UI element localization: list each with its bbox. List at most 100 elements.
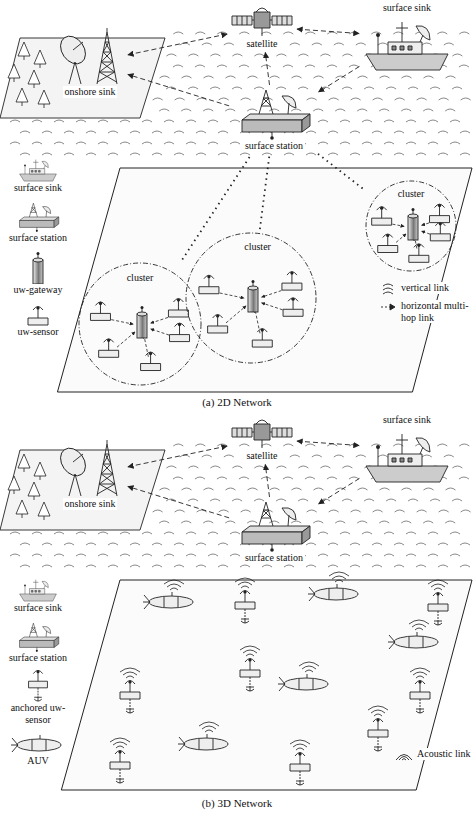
acoustic-link bbox=[290, 740, 310, 750]
network-station: surface station bbox=[232, 88, 316, 152]
uw-sensor bbox=[100, 304, 101, 313]
legend-text: Acoustic link bbox=[417, 748, 471, 760]
network-station: satellite bbox=[230, 4, 294, 50]
sea-waves bbox=[10, 142, 20, 144]
anchored-uw-sensor bbox=[245, 593, 246, 602]
sea-waves bbox=[159, 109, 169, 111]
ship-icon bbox=[366, 434, 448, 482]
uw-sensor bbox=[283, 298, 303, 317]
sea-waves bbox=[284, 565, 294, 567]
sea-waves bbox=[10, 532, 20, 534]
cluster-label: cluster bbox=[396, 188, 427, 200]
sea-waves bbox=[208, 554, 218, 556]
sea-waves bbox=[357, 109, 367, 111]
uw-gateway bbox=[137, 312, 147, 316]
sea-waves bbox=[130, 131, 140, 133]
sea-waves bbox=[254, 466, 264, 468]
sea-waves bbox=[342, 87, 352, 89]
sea-waves bbox=[164, 532, 174, 534]
anchored-uw-sensor bbox=[420, 699, 421, 709]
sat-icon bbox=[262, 28, 263, 36]
legend-text: vertical link bbox=[401, 282, 471, 294]
sea-waves bbox=[318, 532, 328, 534]
horizontal-link bbox=[226, 306, 246, 323]
sea-waves bbox=[372, 131, 382, 133]
sat-icon bbox=[256, 420, 268, 424]
sea-waves bbox=[120, 554, 130, 556]
sea-waves bbox=[54, 554, 64, 556]
sea-waves bbox=[314, 76, 324, 78]
sea-waves bbox=[240, 565, 250, 567]
sea-waves bbox=[438, 543, 448, 545]
ship-icon bbox=[396, 434, 408, 454]
shore-icon bbox=[97, 42, 116, 82]
vlink-icon bbox=[383, 284, 393, 294]
auv-icon bbox=[11, 735, 61, 752]
sea-waves bbox=[239, 477, 249, 479]
sea-waves bbox=[203, 109, 213, 111]
anchored-uw-sensor bbox=[120, 692, 140, 699]
radio-link bbox=[319, 478, 360, 504]
auv bbox=[388, 635, 395, 649]
sat-icon bbox=[254, 12, 270, 28]
sea-waves bbox=[98, 120, 108, 122]
cluster-outline bbox=[366, 181, 456, 271]
legend-symbol bbox=[380, 300, 398, 314]
sea-waves bbox=[350, 565, 360, 567]
vertical-link bbox=[317, 153, 362, 188]
station-icon bbox=[20, 217, 59, 220]
sea-waves bbox=[362, 120, 372, 122]
ship-icon bbox=[388, 42, 422, 54]
sea-waves bbox=[428, 554, 438, 556]
anchored-uw-sensor bbox=[241, 619, 249, 623]
sea-waves bbox=[423, 521, 433, 523]
auv bbox=[388, 632, 438, 649]
horizontal-link bbox=[396, 234, 406, 243]
uw-sensor bbox=[262, 331, 263, 340]
ship-icon bbox=[420, 447, 423, 454]
sea-waves bbox=[445, 109, 455, 111]
sea-waves bbox=[437, 32, 447, 34]
ship-icon bbox=[25, 166, 26, 174]
sea-waves bbox=[208, 532, 218, 534]
radio-link bbox=[265, 464, 269, 497]
acoustic-link bbox=[410, 668, 430, 678]
sea-waves bbox=[218, 565, 228, 567]
sea-waves bbox=[379, 109, 389, 111]
legend-symbol bbox=[20, 580, 57, 602]
sea-waves bbox=[290, 43, 300, 45]
network-station: satellite bbox=[230, 416, 294, 462]
acoustic-link bbox=[329, 572, 349, 582]
uw-sensor bbox=[372, 218, 392, 225]
sea-waves bbox=[439, 98, 449, 100]
vertical-link bbox=[182, 154, 251, 259]
sea-waves bbox=[356, 455, 366, 457]
sea-waves bbox=[350, 153, 360, 155]
sea-waves bbox=[305, 65, 315, 67]
ship-icon bbox=[378, 36, 379, 54]
legend-entry: anchored uw-sensor bbox=[2, 668, 74, 725]
sea-waves bbox=[276, 87, 286, 89]
sea-waves bbox=[188, 466, 198, 468]
sea-waves bbox=[42, 153, 52, 155]
uw-gateway bbox=[137, 306, 147, 338]
sea-waves bbox=[120, 532, 130, 534]
radio-link bbox=[265, 52, 269, 85]
sea-waves bbox=[416, 153, 426, 155]
uw-sensor bbox=[378, 234, 398, 253]
sea-waves bbox=[328, 565, 338, 567]
sea-waves bbox=[226, 76, 236, 78]
auv bbox=[143, 595, 150, 609]
sea-waves bbox=[318, 142, 328, 144]
station-icon bbox=[242, 502, 310, 552]
sea-waves bbox=[142, 554, 152, 556]
uw-sensor bbox=[208, 314, 228, 333]
legend-entry: horizontal multi-hop link bbox=[380, 300, 472, 323]
sea-waves bbox=[384, 120, 394, 122]
uw-sensor bbox=[282, 283, 302, 290]
sea-waves bbox=[320, 54, 330, 56]
sea-waves bbox=[195, 444, 205, 446]
sea-waves bbox=[384, 554, 394, 556]
legend-symbol bbox=[2, 156, 74, 182]
sea-waves bbox=[291, 109, 301, 111]
